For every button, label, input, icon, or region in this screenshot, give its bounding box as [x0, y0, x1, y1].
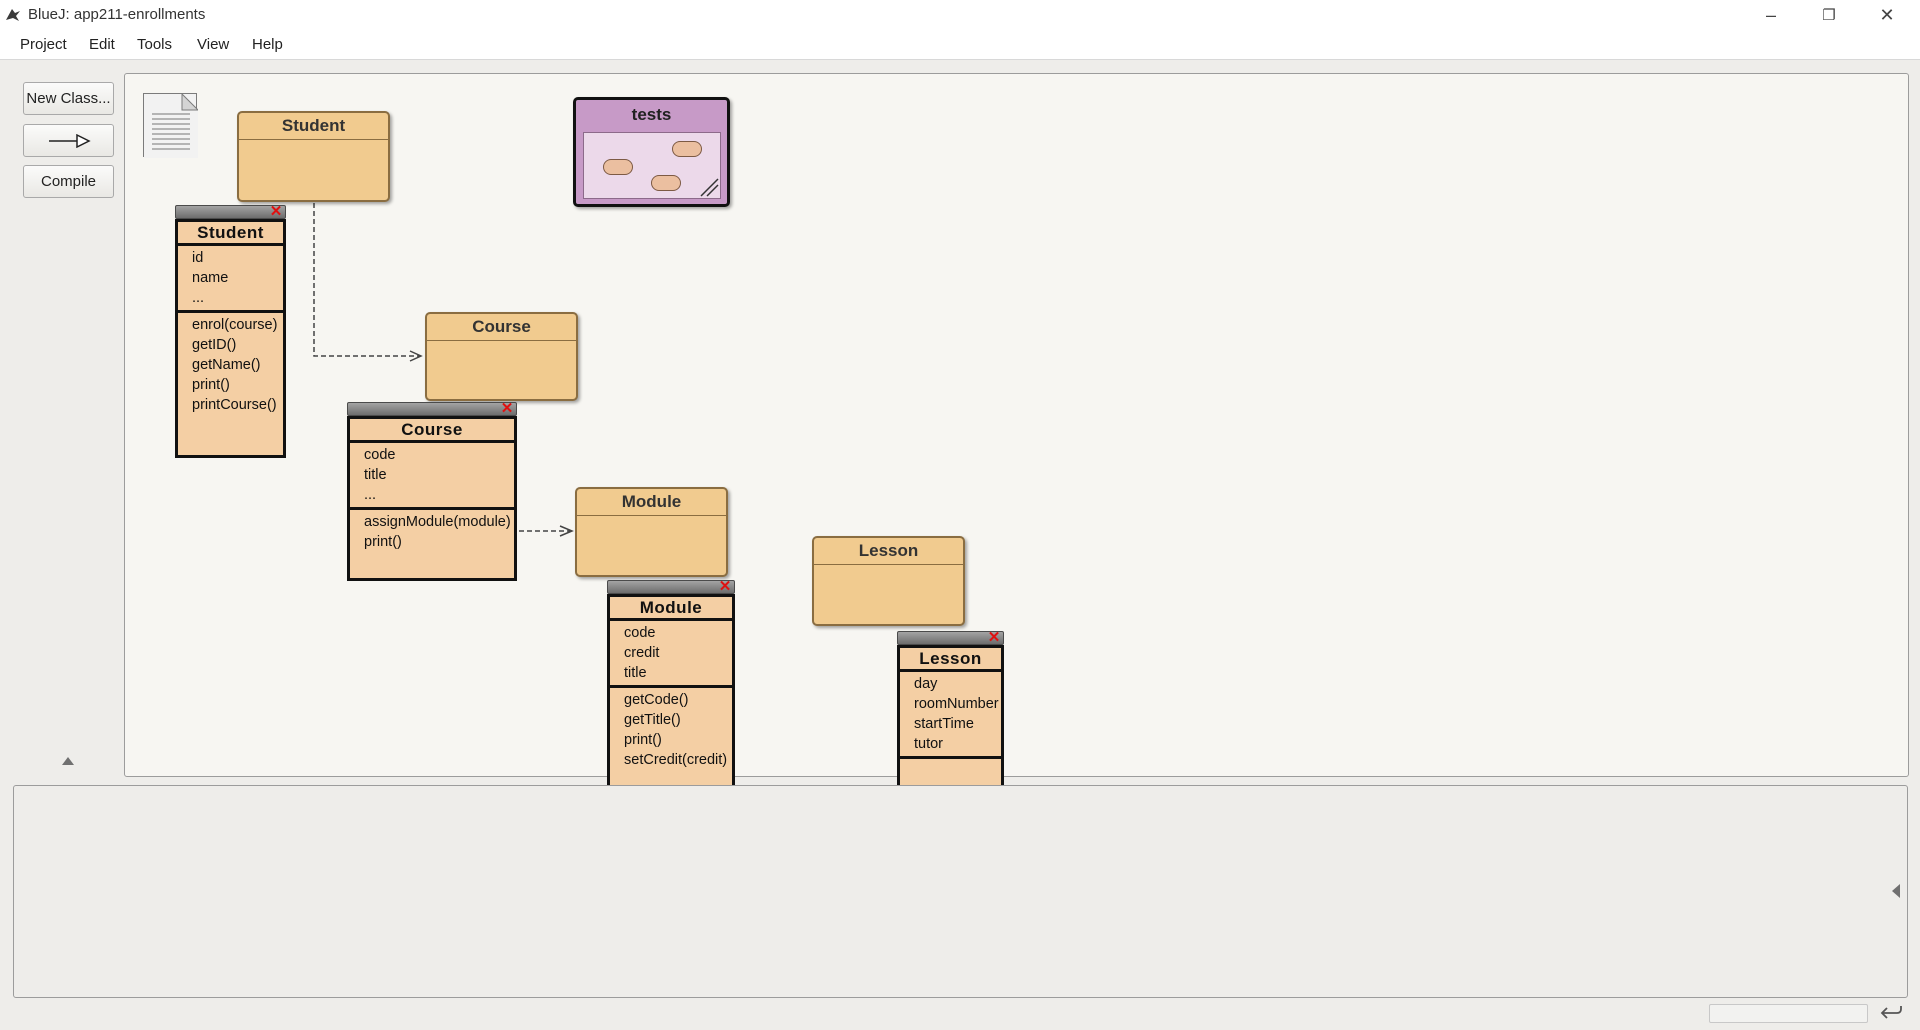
fields-section: id name ...	[178, 246, 283, 313]
menu-help[interactable]: Help	[252, 36, 283, 53]
minimize-button[interactable]: –	[1765, 4, 1776, 25]
class-lesson[interactable]: Lesson	[812, 536, 965, 626]
field: title	[624, 665, 647, 681]
class-name: Student	[239, 113, 388, 140]
triangle-up-icon[interactable]	[61, 754, 75, 766]
inspector-body: Lesson day roomNumber startTime tutor	[897, 645, 1004, 788]
inspector-student[interactable]: ✕ Student id name ... enrol(course) getI…	[175, 203, 286, 458]
class-course[interactable]: Course	[425, 312, 578, 401]
methods-section: assignModule(module) print()	[350, 510, 514, 554]
field: credit	[624, 645, 660, 661]
package-contents	[583, 132, 721, 199]
inspector-name: Module	[610, 597, 732, 621]
package-tests[interactable]: tests	[573, 97, 730, 207]
compile-button[interactable]: Compile	[23, 165, 114, 198]
method[interactable]: print()	[192, 377, 230, 393]
method[interactable]: getTitle()	[624, 712, 681, 728]
class-module[interactable]: Module	[575, 487, 728, 577]
inspector-name: Course	[350, 419, 514, 443]
close-icon[interactable]: ✕	[269, 203, 283, 220]
close-icon[interactable]: ✕	[987, 629, 1001, 646]
title-bar: BlueJ: app211-enrollments – ❐ ✕	[0, 0, 1920, 30]
field: code	[624, 625, 656, 641]
package-name: tests	[631, 105, 672, 124]
menu-bar: Project Edit Tools View Help	[0, 30, 1920, 60]
field: ...	[192, 290, 205, 306]
arrowhead	[409, 350, 423, 362]
class-thumbnail	[672, 141, 702, 157]
class-thumbnail	[603, 159, 633, 175]
inspector-titlebar[interactable]: ✕	[175, 203, 286, 220]
method[interactable]: printCourse()	[192, 397, 277, 413]
triangle-left-icon[interactable]	[1890, 883, 1902, 899]
inspector-body: Module code credit title getCode() getTi…	[607, 594, 735, 798]
methods-section	[900, 759, 1001, 781]
methods-section: enrol(course) getID() getName() print() …	[178, 313, 283, 417]
method[interactable]: enrol(course)	[192, 317, 278, 333]
method[interactable]: print()	[624, 732, 662, 748]
object-bench-panel[interactable]	[13, 785, 1908, 998]
resize-grip-icon[interactable]	[699, 177, 719, 197]
close-icon[interactable]: ✕	[718, 578, 732, 595]
inspector-titlebar[interactable]: ✕	[347, 400, 517, 417]
class-name: Course	[427, 314, 576, 341]
class-name: Module	[577, 489, 726, 516]
inspector-titlebar[interactable]: ✕	[607, 578, 735, 595]
field: id	[192, 250, 204, 266]
class-student[interactable]: Student	[237, 111, 390, 202]
methods-section: getCode() getTitle() print() setCredit(c…	[610, 688, 732, 772]
field: startTime	[914, 716, 974, 732]
method[interactable]: print()	[364, 534, 402, 550]
inspector-lesson[interactable]: ✕ Lesson day roomNumber startTime tutor	[897, 629, 1004, 788]
menu-view[interactable]: View	[197, 36, 230, 53]
menu-project[interactable]: Project	[20, 36, 67, 53]
method[interactable]: setCredit(credit)	[624, 752, 728, 768]
method[interactable]: getID()	[192, 337, 237, 353]
fields-section: code credit title	[610, 621, 732, 688]
menu-edit[interactable]: Edit	[89, 36, 115, 53]
status-field	[1709, 1004, 1868, 1023]
inspector-course[interactable]: ✕ Course code title ... assignModule(mod…	[347, 400, 517, 581]
field: tutor	[914, 736, 944, 752]
class-thumbnail	[651, 175, 681, 191]
field: name	[192, 270, 229, 286]
arrowhead	[559, 525, 574, 537]
close-icon[interactable]: ✕	[500, 400, 514, 417]
new-class-button[interactable]: New Class...	[23, 82, 114, 115]
document-icon[interactable]	[143, 92, 200, 158]
inspector-body: Student id name ... enrol(course) getID(…	[175, 219, 286, 458]
inspector-name: Lesson	[900, 648, 1001, 672]
fields-section: code title ...	[350, 443, 514, 510]
inheritance-arrow-button[interactable]	[23, 124, 114, 157]
field: day	[914, 676, 938, 692]
bluej-bird-icon	[6, 9, 20, 21]
fields-section: day roomNumber startTime tutor	[900, 672, 1001, 759]
restore-button[interactable]: ❐	[1822, 7, 1836, 24]
method[interactable]: getCode()	[624, 692, 689, 708]
inspector-name: Student	[178, 222, 283, 246]
field: title	[364, 467, 387, 483]
return-arrow-icon[interactable]	[1879, 1003, 1903, 1023]
inspector-titlebar[interactable]: ✕	[897, 629, 1004, 646]
method[interactable]: assignModule(module)	[364, 514, 511, 530]
inspector-module[interactable]: ✕ Module code credit title getCode() get…	[607, 578, 735, 798]
field: ...	[364, 487, 377, 503]
menu-tools[interactable]: Tools	[137, 36, 173, 53]
inspector-body: Course code title ... assignModule(modul…	[347, 416, 517, 581]
window-title: BlueJ: app211-enrollments	[28, 6, 206, 23]
class-name: Lesson	[814, 538, 963, 565]
inheritance-arrow-icon	[48, 133, 91, 148]
field: code	[364, 447, 396, 463]
close-button[interactable]: ✕	[1879, 4, 1895, 25]
student-course-dependency	[313, 203, 420, 357]
field: roomNumber	[914, 696, 999, 712]
method[interactable]: getName()	[192, 357, 261, 373]
